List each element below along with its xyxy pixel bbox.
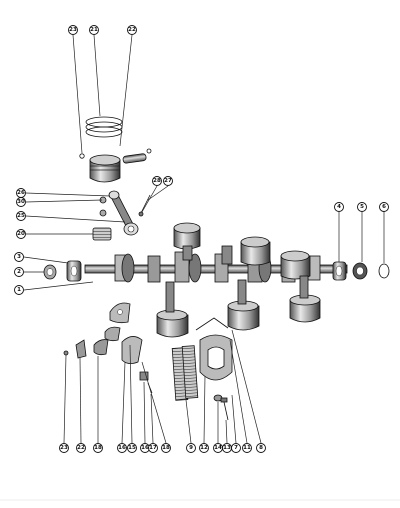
svg-text:1: 1 (17, 287, 21, 293)
svg-text:14: 14 (214, 445, 222, 451)
callout-16-b: 16 (140, 443, 150, 453)
pin-retainer (79, 148, 152, 159)
callout-23-bottom: 23 (59, 443, 69, 453)
svg-text:16: 16 (118, 445, 126, 451)
svg-text:9: 9 (189, 445, 193, 451)
piston-assembly-upper-3 (280, 250, 311, 280)
callout-16-a: 16 (117, 443, 127, 453)
piston-assembly-upper-1 (173, 222, 201, 261)
needle-bearing (92, 227, 112, 241)
svg-text:26: 26 (17, 190, 25, 196)
leader-lines (23, 34, 385, 444)
callout-5: 5 (357, 202, 367, 212)
callout-20: 20 (16, 229, 26, 239)
cap-screw-and-washer (213, 394, 229, 421)
callout-4: 4 (334, 202, 344, 212)
needle-roller-set (171, 345, 199, 401)
callout-23-top: 23 (68, 25, 78, 35)
callout-28: 28 (152, 176, 162, 186)
piston-pin (122, 153, 147, 164)
svg-text:7: 7 (234, 445, 238, 451)
svg-text:11: 11 (243, 445, 251, 451)
svg-text:22: 22 (128, 27, 136, 33)
callout-13: 13 (222, 443, 232, 453)
callout-8: 8 (256, 443, 266, 453)
bearing-cage-halves (63, 302, 153, 394)
seal-right (352, 262, 368, 280)
main-bearing-cap (195, 317, 233, 381)
piston-assembly-upper-2 (221, 236, 271, 266)
callout-1: 1 (14, 285, 24, 295)
svg-text:12: 12 (200, 445, 208, 451)
callout-22-bottom: 22 (76, 443, 86, 453)
callout-21-top: 21 (89, 25, 99, 35)
piston-assembly-lower-3 (289, 275, 321, 323)
svg-text:6: 6 (382, 204, 386, 210)
svg-text:3: 3 (17, 254, 21, 260)
svg-text:23: 23 (60, 445, 68, 451)
svg-text:23: 23 (69, 27, 77, 33)
svg-text:21: 21 (90, 27, 98, 33)
callout-7: 7 (231, 443, 241, 453)
svg-text:30: 30 (17, 199, 25, 205)
piston-ring-set (85, 116, 123, 138)
svg-text:5: 5 (360, 204, 364, 210)
callout-30: 30 (16, 197, 26, 207)
callout-18-a: 18 (93, 443, 103, 453)
callout-6: 6 (379, 202, 389, 212)
main-bearing-left (66, 260, 82, 282)
svg-text:22: 22 (77, 445, 85, 451)
svg-text:18: 18 (162, 445, 170, 451)
svg-text:18: 18 (94, 445, 102, 451)
callout-17: 17 (148, 443, 158, 453)
callout-25: 25 (16, 211, 26, 221)
svg-text:28: 28 (153, 178, 161, 184)
piston-assembly-lower-2 (227, 279, 260, 331)
svg-text:15: 15 (128, 445, 136, 451)
connecting-rod (99, 190, 151, 236)
callout-26: 26 (16, 188, 26, 198)
callout-12: 12 (199, 443, 209, 453)
piston-top (89, 154, 121, 183)
main-bearing-right (332, 261, 347, 281)
callout-9: 9 (186, 443, 196, 453)
callout-22-top: 22 (127, 25, 137, 35)
o-ring (378, 263, 390, 279)
svg-text:8: 8 (259, 445, 263, 451)
callout-2: 2 (14, 267, 24, 277)
svg-text:13: 13 (223, 445, 231, 451)
callout-14: 14 (213, 443, 223, 453)
svg-text:4: 4 (337, 204, 341, 210)
callout-11: 11 (242, 443, 252, 453)
piston-assembly-lower-1 (156, 281, 189, 338)
svg-text:16: 16 (141, 445, 149, 451)
svg-text:27: 27 (164, 178, 172, 184)
seal-left (43, 264, 57, 280)
callout-27: 27 (163, 176, 173, 186)
svg-text:17: 17 (149, 445, 157, 451)
svg-text:25: 25 (17, 213, 25, 219)
callout-15: 15 (127, 443, 137, 453)
svg-text:20: 20 (17, 231, 25, 237)
callout-3: 3 (14, 252, 24, 262)
callout-18-b: 18 (161, 443, 171, 453)
svg-text:2: 2 (17, 269, 21, 275)
